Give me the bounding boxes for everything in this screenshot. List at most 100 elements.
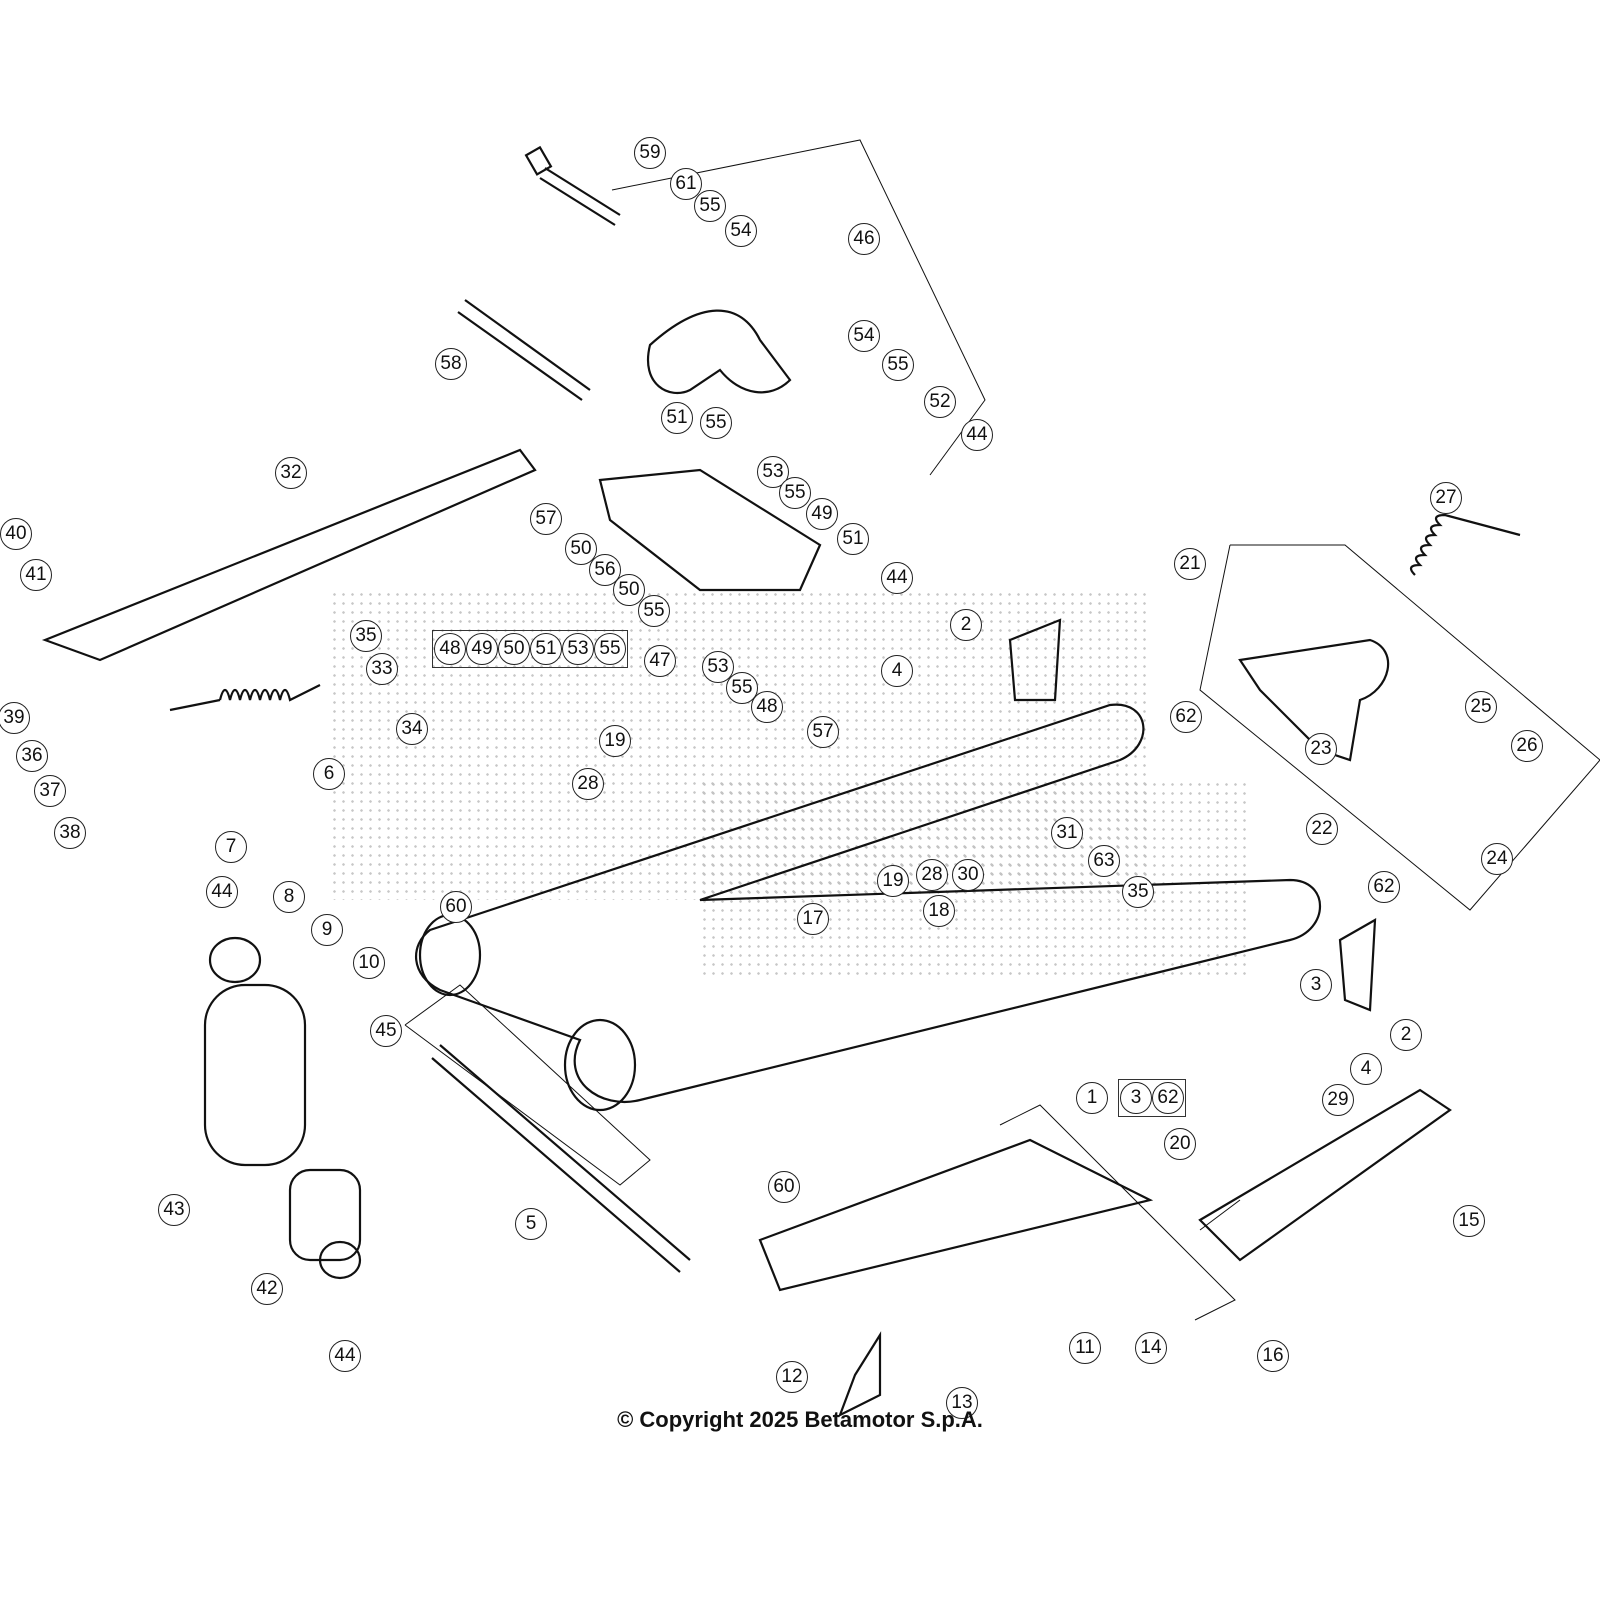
- callout-part-2[interactable]: 2: [1390, 1019, 1422, 1051]
- callout-part-23[interactable]: 23: [1305, 733, 1337, 765]
- callout-part-39[interactable]: 39: [0, 702, 30, 734]
- callout-part-48[interactable]: 48: [751, 691, 783, 723]
- callout-part-50[interactable]: 50: [613, 574, 645, 606]
- callout-part-32[interactable]: 32: [275, 457, 307, 489]
- callout-part-51[interactable]: 51: [661, 402, 693, 434]
- callout-part-16[interactable]: 16: [1257, 1340, 1289, 1372]
- pivot-bolt-59: [524, 145, 621, 226]
- axle-5: [431, 1044, 691, 1273]
- callout-part-44[interactable]: 44: [329, 1340, 361, 1372]
- callout-part-54[interactable]: 54: [725, 215, 757, 247]
- callout-part-41[interactable]: 41: [20, 559, 52, 591]
- chain-adjuster-2b: [1338, 918, 1377, 1012]
- link-47: [598, 468, 822, 592]
- callout-part-34[interactable]: 34: [396, 713, 428, 745]
- rod-32: [41, 448, 537, 662]
- callout-kit47-53[interactable]: 53: [562, 633, 594, 665]
- callout-part-37[interactable]: 37: [34, 775, 66, 807]
- callout-part-55[interactable]: 55: [700, 407, 732, 439]
- callout-part-27[interactable]: 27: [1430, 482, 1462, 514]
- callout-part-56[interactable]: 56: [589, 554, 621, 586]
- callout-part-60[interactable]: 60: [440, 891, 472, 923]
- callout-kit1-3[interactable]: 3: [1120, 1082, 1152, 1114]
- callout-part-5[interactable]: 5: [515, 1208, 547, 1240]
- callout-part-36[interactable]: 36: [16, 740, 48, 772]
- callout-part-17[interactable]: 17: [797, 903, 829, 935]
- callout-part-46[interactable]: 46: [848, 223, 880, 255]
- callout-part-19[interactable]: 19: [877, 865, 909, 897]
- kit-47-contents: 48 49 50 51 53 55: [432, 630, 628, 668]
- callout-part-3[interactable]: 3: [1300, 969, 1332, 1001]
- callout-part-57[interactable]: 57: [530, 503, 562, 535]
- callout-part-54[interactable]: 54: [848, 320, 880, 352]
- callout-part-9[interactable]: 9: [311, 914, 343, 946]
- callout-part-45[interactable]: 45: [370, 1015, 402, 1047]
- callout-part-24[interactable]: 24: [1481, 843, 1513, 875]
- callout-part-61[interactable]: 61: [670, 168, 702, 200]
- callout-part-44[interactable]: 44: [206, 876, 238, 908]
- callout-kit47-51[interactable]: 51: [530, 633, 562, 665]
- callout-part-62[interactable]: 62: [1170, 701, 1202, 733]
- callout-part-19[interactable]: 19: [599, 725, 631, 757]
- callout-part-51[interactable]: 51: [837, 523, 869, 555]
- callout-part-55[interactable]: 55: [638, 595, 670, 627]
- callout-part-43[interactable]: 43: [158, 1194, 190, 1226]
- callout-part-21[interactable]: 21: [1174, 548, 1206, 580]
- callout-part-38[interactable]: 38: [54, 817, 86, 849]
- callout-part-47[interactable]: 47: [644, 645, 676, 677]
- callout-part-49[interactable]: 49: [806, 498, 838, 530]
- callout-part-2[interactable]: 2: [950, 609, 982, 641]
- callout-part-33[interactable]: 33: [366, 653, 398, 685]
- group-outlines: [404, 139, 1600, 1321]
- callout-part-55[interactable]: 55: [882, 349, 914, 381]
- callout-part-57[interactable]: 57: [807, 716, 839, 748]
- callout-part-20[interactable]: 20: [1164, 1128, 1196, 1160]
- callout-kit47-49[interactable]: 49: [466, 633, 498, 665]
- callout-part-52[interactable]: 52: [924, 386, 956, 418]
- callout-part-10[interactable]: 10: [353, 947, 385, 979]
- callout-part-25[interactable]: 25: [1465, 691, 1497, 723]
- callout-part-13[interactable]: 13: [946, 1387, 978, 1419]
- callout-part-42[interactable]: 42: [251, 1273, 283, 1305]
- callout-part-28[interactable]: 28: [572, 768, 604, 800]
- callout-part-11[interactable]: 11: [1069, 1332, 1101, 1364]
- callout-kit47-50[interactable]: 50: [498, 633, 530, 665]
- callout-part-26[interactable]: 26: [1511, 730, 1543, 762]
- callout-part-12[interactable]: 12: [776, 1361, 808, 1393]
- callout-part-44[interactable]: 44: [961, 419, 993, 451]
- callout-part-35[interactable]: 35: [350, 620, 382, 652]
- callout-part-62[interactable]: 62: [1368, 871, 1400, 903]
- callout-part-7[interactable]: 7: [215, 831, 247, 863]
- callout-part-60[interactable]: 60: [768, 1171, 800, 1203]
- callout-part-18[interactable]: 18: [923, 895, 955, 927]
- callout-part-44[interactable]: 44: [881, 562, 913, 594]
- callout-part-4[interactable]: 4: [881, 655, 913, 687]
- callout-kit47-55[interactable]: 55: [594, 633, 626, 665]
- callout-kit1-62[interactable]: 62: [1152, 1082, 1184, 1114]
- chain-adjuster-2: [1008, 618, 1062, 702]
- callout-part-55[interactable]: 55: [694, 190, 726, 222]
- rocker-46: [647, 309, 792, 395]
- callout-part-22[interactable]: 22: [1306, 813, 1338, 845]
- callout-part-59[interactable]: 59: [634, 137, 666, 169]
- callout-kit47-48[interactable]: 48: [434, 633, 466, 665]
- callout-part-31[interactable]: 31: [1051, 817, 1083, 849]
- callout-part-14[interactable]: 14: [1135, 1332, 1167, 1364]
- callout-part-55[interactable]: 55: [779, 477, 811, 509]
- callout-part-29[interactable]: 29: [1322, 1084, 1354, 1116]
- callout-part-40[interactable]: 40: [0, 518, 32, 550]
- callout-part-30[interactable]: 30: [952, 859, 984, 891]
- callout-part-6[interactable]: 6: [313, 758, 345, 790]
- callout-part-53[interactable]: 53: [757, 456, 789, 488]
- callout-part-63[interactable]: 63: [1088, 845, 1120, 877]
- spring-27: [1409, 513, 1521, 576]
- callout-part-28[interactable]: 28: [916, 859, 948, 891]
- callout-part-15[interactable]: 15: [1453, 1205, 1485, 1237]
- callout-part-4[interactable]: 4: [1350, 1053, 1382, 1085]
- callout-part-1[interactable]: 1: [1076, 1082, 1108, 1114]
- callout-part-35[interactable]: 35: [1122, 876, 1154, 908]
- callout-part-8[interactable]: 8: [273, 881, 305, 913]
- callout-part-58[interactable]: 58: [435, 348, 467, 380]
